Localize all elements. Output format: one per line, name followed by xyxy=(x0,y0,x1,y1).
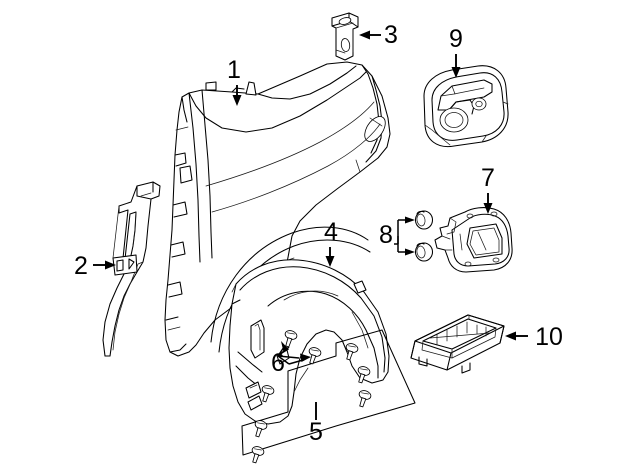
leader-3 xyxy=(359,30,381,40)
part-housing-grommet-pair xyxy=(414,210,434,262)
callout-label-3: 3 xyxy=(384,21,398,49)
part-fender-panel xyxy=(164,61,391,357)
leader-4 xyxy=(325,247,335,267)
grommet xyxy=(414,210,434,230)
part-fuel-filler-door xyxy=(423,65,509,148)
leader-6 xyxy=(276,341,311,365)
push-pin-retainer xyxy=(345,343,359,361)
liner-screw xyxy=(284,330,298,348)
leader-8 xyxy=(394,216,415,256)
callout-label-9: 9 xyxy=(449,25,463,53)
liner-screw xyxy=(308,347,322,365)
leader-9 xyxy=(451,54,461,78)
leader-1 xyxy=(232,85,242,106)
leader-7 xyxy=(483,193,493,214)
callout-label-4: 4 xyxy=(324,218,338,246)
part-wheelhouse-liner xyxy=(228,259,390,425)
push-pin-retainer xyxy=(261,385,275,403)
leader-10 xyxy=(505,331,528,341)
callout-label-8: 8 xyxy=(379,221,393,249)
callout-label-5: 5 xyxy=(309,418,323,446)
part-fender-upper-bracket xyxy=(331,12,359,61)
liner-screw-group xyxy=(284,330,322,365)
push-pin-retainer xyxy=(254,420,268,438)
part-storage-tray xyxy=(410,314,505,374)
part-fender-support-brace xyxy=(102,181,161,357)
grommet xyxy=(414,242,434,262)
callout-label-6: 6 xyxy=(271,349,285,377)
push-pin-retainer xyxy=(251,446,265,464)
part-fuel-filler-housing xyxy=(434,207,513,273)
callout-label-2: 2 xyxy=(74,252,88,280)
callout-label-1: 1 xyxy=(227,56,241,84)
push-pin-retainer xyxy=(357,366,371,384)
push-pin-retainer-group xyxy=(251,343,372,464)
leader-2 xyxy=(93,260,116,270)
callout-label-7: 7 xyxy=(481,164,495,192)
push-pin-retainer xyxy=(358,390,372,408)
callout-label-10: 10 xyxy=(535,323,563,351)
